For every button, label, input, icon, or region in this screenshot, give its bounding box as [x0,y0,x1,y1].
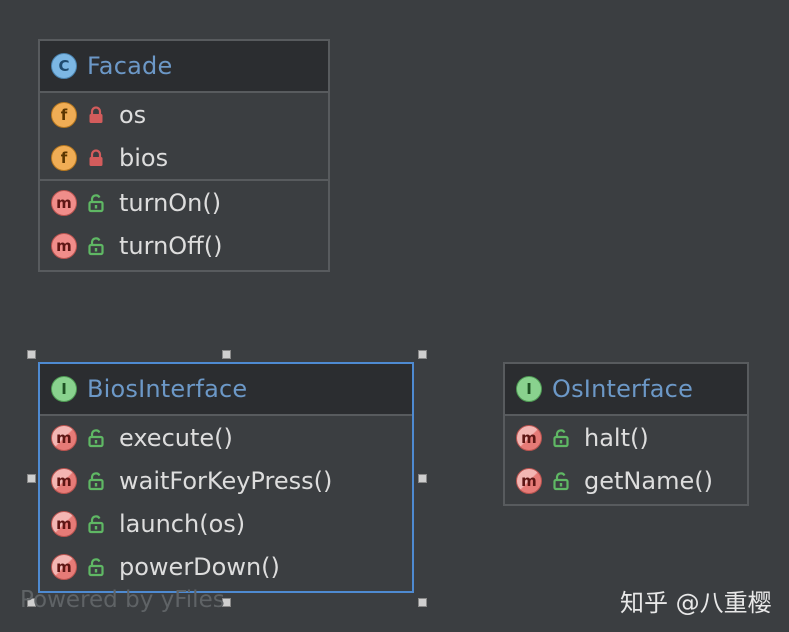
resize-handle-left[interactable] [27,474,36,483]
interface-icon: I [51,376,77,402]
resize-handle-bottom-right[interactable] [418,598,427,607]
resize-handle-top[interactable] [222,350,231,359]
abstract-method-icon: m [51,424,77,451]
abstract-method-icon: m [51,467,77,494]
method-label: getName() [584,466,713,495]
os-interface-class[interactable]: I OsInterface m halt() m getName() [503,362,749,506]
method-turn-on[interactable]: m turnOn() [40,181,328,224]
method-launch[interactable]: m launch(os) [40,502,412,545]
field-icon: f [51,144,77,171]
public-lock-icon [88,428,104,447]
field-os[interactable]: f os [40,93,328,136]
field-bios[interactable]: f bios [40,136,328,179]
method-icon: m [51,189,77,216]
method-icon: m [51,232,77,259]
method-get-name[interactable]: m getName() [505,459,747,502]
private-lock-icon [89,148,103,166]
method-label: turnOff() [119,231,223,260]
method-label: execute() [119,423,233,452]
bios-interface-class[interactable]: I BiosInterface m execute() m waitForKey… [38,362,414,593]
method-label: launch(os) [119,509,246,538]
os-interface-header[interactable]: I OsInterface [505,364,747,416]
method-label: waitForKeyPress() [119,466,333,495]
os-interface-name: OsInterface [552,375,694,403]
method-label: powerDown() [119,552,280,581]
section-divider [40,179,328,181]
abstract-method-icon: m [51,510,77,537]
resize-handle-bottom[interactable] [222,598,231,607]
public-lock-icon [88,471,104,490]
resize-handle-top-right[interactable] [418,350,427,359]
method-label: halt() [584,423,649,452]
resize-handle-right[interactable] [418,474,427,483]
method-wait-for-key-press[interactable]: m waitForKeyPress() [40,459,412,502]
bios-interface-header[interactable]: I BiosInterface [40,364,412,416]
resize-handle-top-left[interactable] [27,350,36,359]
method-label: turnOn() [119,188,222,217]
public-lock-icon [88,236,104,255]
method-power-down[interactable]: m powerDown() [40,545,412,588]
powered-by-watermark: Powered by yFiles [20,587,225,613]
abstract-method-icon: m [516,424,542,451]
resize-handle-bottom-left[interactable] [27,598,36,607]
private-lock-icon [89,105,103,123]
public-lock-icon [553,428,569,447]
method-halt[interactable]: m halt() [505,416,747,459]
public-lock-icon [88,514,104,533]
abstract-method-icon: m [51,553,77,580]
method-execute[interactable]: m execute() [40,416,412,459]
facade-class-header[interactable]: C Facade [40,41,328,93]
public-lock-icon [553,471,569,490]
method-turn-off[interactable]: m turnOff() [40,224,328,267]
public-lock-icon [88,557,104,576]
field-label: os [119,100,147,129]
facade-class[interactable]: C Facade f os f bios m turnOn() m [38,39,330,272]
class-icon: C [51,53,77,79]
public-lock-icon [88,193,104,212]
bios-interface-name: BiosInterface [87,375,248,403]
facade-class-name: Facade [87,52,173,80]
author-credit: 知乎 @八重樱 [620,589,772,617]
field-label: bios [119,143,169,172]
field-icon: f [51,101,77,128]
interface-icon: I [516,376,542,402]
abstract-method-icon: m [516,467,542,494]
